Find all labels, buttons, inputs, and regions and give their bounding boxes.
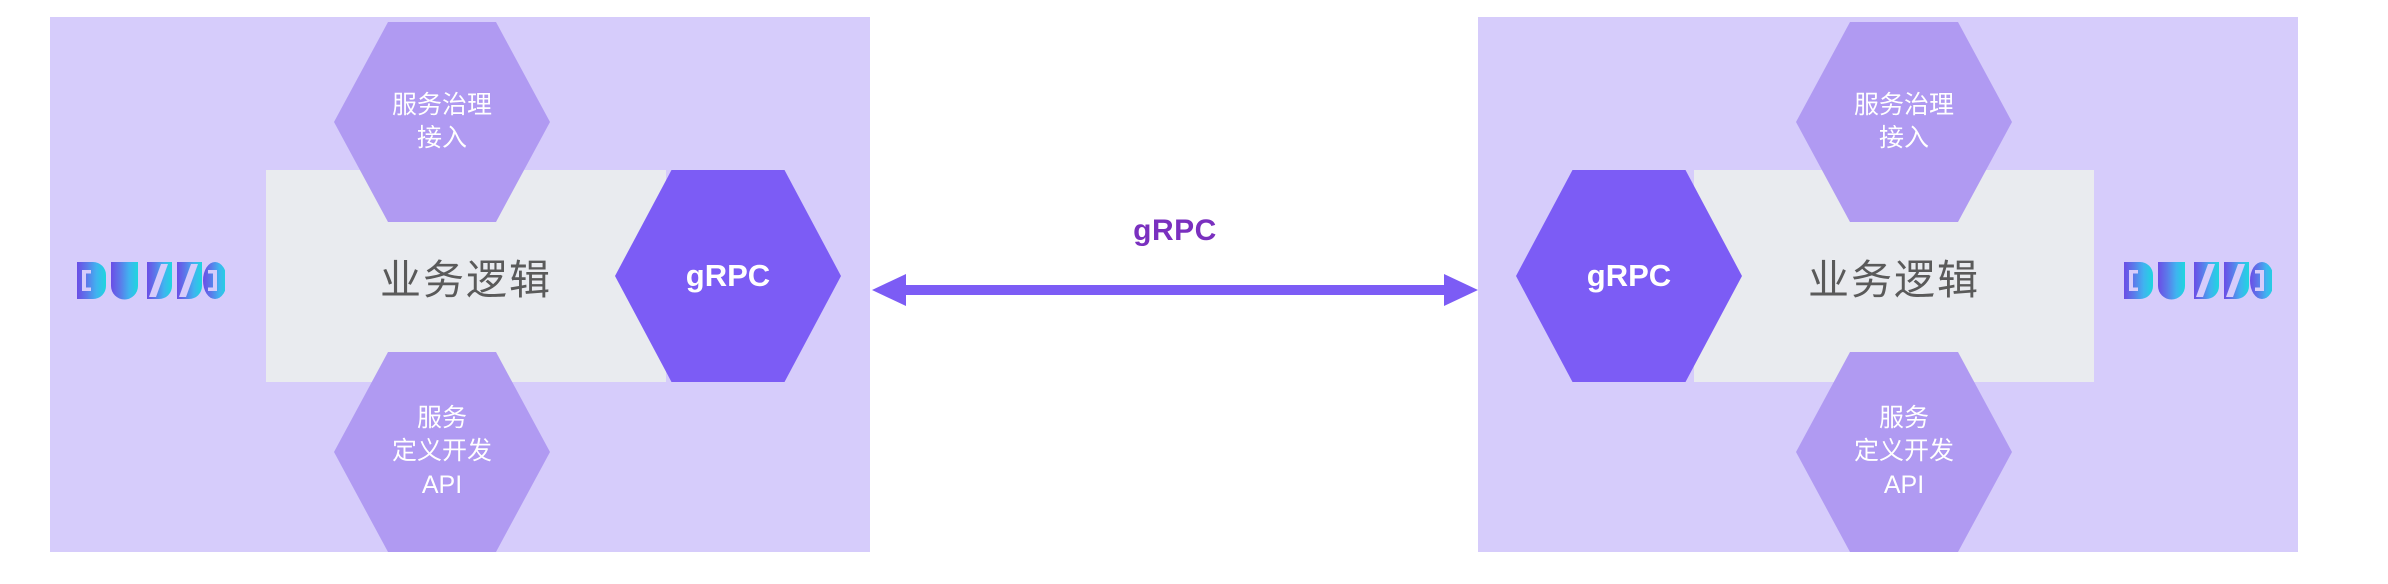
hexagon-service-governance-label-right: 服务治理 接入 — [1853, 90, 1954, 153]
grpc-connector: gRPC — [872, 214, 1478, 334]
connector-label: gRPC — [1133, 214, 1217, 247]
bidirectional-arrow-icon — [872, 274, 1478, 306]
hexagon-service-definition-left[interactable]: 服务 定义开发 API — [334, 352, 550, 552]
hexagon-grpc-left[interactable]: gRPC — [615, 170, 841, 382]
dubbo-logo-right — [2122, 258, 2274, 303]
hexagon-grpc-label-left: gRPC — [685, 258, 771, 294]
hexagon-grpc-label-right: gRPC — [1586, 258, 1672, 294]
hexagon-service-governance-label-left: 服务治理 接入 — [391, 90, 492, 153]
hexagon-service-definition-label-left: 服务 定义开发 API — [391, 403, 492, 499]
hexagon-service-definition-label-right: 服务 定义开发 API — [1853, 403, 1954, 499]
business-logic-label-right: 业务逻辑 — [1808, 257, 1980, 303]
dubbo-logo-left — [75, 258, 227, 303]
business-logic-label-left: 业务逻辑 — [380, 257, 552, 303]
